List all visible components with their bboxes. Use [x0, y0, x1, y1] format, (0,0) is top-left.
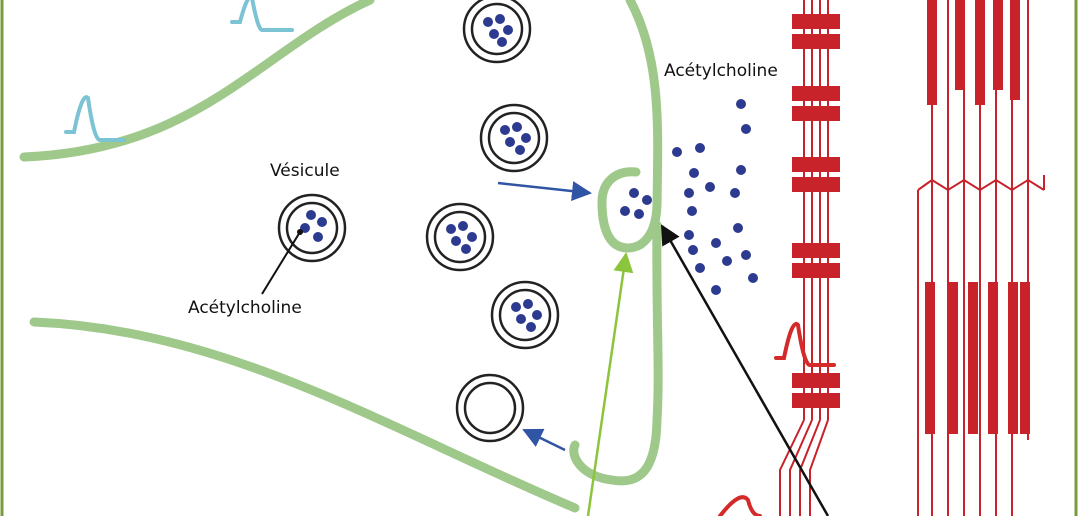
- arrow-vesicle-to-membrane: [497, 181, 592, 201]
- acetylcholine-molecule: [483, 17, 493, 27]
- acetylcholine-molecule: [503, 25, 513, 35]
- acetylcholine-molecule: [467, 232, 477, 242]
- membrane-lower: [29, 317, 580, 513]
- acetylcholine-molecule: [512, 122, 522, 132]
- myofibril-bands: [925, 0, 1030, 434]
- released-acetylcholine: [672, 99, 758, 295]
- action-potential-neuron-top: [230, 0, 294, 32]
- arrow-black-pointer: [660, 224, 830, 517]
- acetylcholine-molecule: [500, 125, 510, 135]
- membrane-terminal: [569, 0, 663, 486]
- label-acetylcholine-cleft: Acétylcholine: [664, 61, 778, 81]
- action-potential-neuron-left: [64, 95, 126, 142]
- acetylcholine-molecule: [458, 221, 468, 231]
- acetylcholine-molecule: [515, 145, 525, 155]
- acetylcholine-molecule: [516, 314, 526, 324]
- arrow-green-pointer: [586, 252, 634, 517]
- action-potential-muscle: [774, 321, 836, 367]
- action-potential-muscle-bottom: [718, 495, 762, 518]
- label-acetylcholine-vesicle: Acétylcholine: [188, 298, 302, 318]
- acetylcholine-molecule: [497, 37, 507, 47]
- vesicle-empty: [455, 373, 525, 443]
- acetylcholine-molecule: [526, 322, 536, 332]
- arrow-recycling: [522, 428, 566, 452]
- fusing-vesicle-molecules: [620, 188, 652, 219]
- acetylcholine-molecule: [446, 224, 456, 234]
- vesicle-1: [462, 0, 532, 64]
- acetylcholine-molecule: [521, 133, 531, 143]
- leader-dot: [297, 229, 303, 235]
- acetylcholine-molecule: [461, 244, 471, 254]
- acetylcholine-molecule: [489, 29, 499, 39]
- acetylcholine-molecule: [317, 217, 327, 227]
- vesicle-2: [479, 103, 549, 173]
- acetylcholine-molecule: [313, 232, 323, 242]
- acetylcholine-molecule: [495, 14, 505, 24]
- vesicle-4: [490, 280, 560, 350]
- acetylcholine-molecule: [306, 210, 316, 220]
- acetylcholine-molecule: [523, 299, 533, 309]
- vesicle-3: [425, 202, 495, 272]
- acetylcholine-molecule: [505, 137, 515, 147]
- membrane-upper: [19, 0, 375, 162]
- leader-line-acetylcholine: [261, 231, 301, 295]
- acetylcholine-molecule: [511, 302, 521, 312]
- neuron-membrane: [19, 0, 663, 513]
- acetylcholine-receptors: [792, 14, 840, 408]
- acetylcholine-molecule: [451, 236, 461, 246]
- acetylcholine-molecule: [532, 310, 542, 320]
- label-vesicule: Vésicule: [270, 161, 340, 181]
